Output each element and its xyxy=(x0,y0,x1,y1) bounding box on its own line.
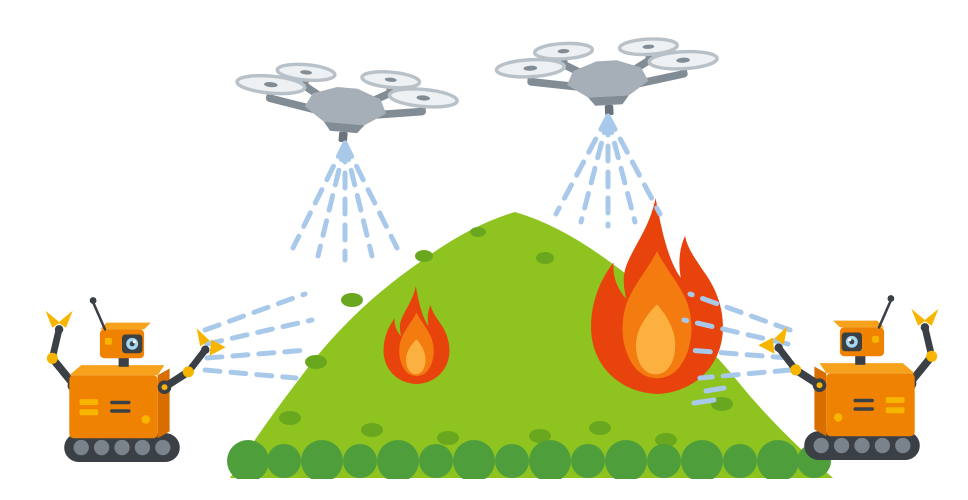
vegetation-spot xyxy=(536,252,554,264)
bush xyxy=(267,444,301,478)
bush xyxy=(723,444,757,478)
water-spray-line xyxy=(553,113,611,217)
robot-left-spray xyxy=(202,291,315,381)
vegetation-spot xyxy=(279,411,301,425)
vegetation-spot xyxy=(711,397,733,411)
bush xyxy=(757,440,799,482)
water-droplet-dash xyxy=(691,397,717,406)
flame-large xyxy=(591,198,723,394)
mountain-spots xyxy=(279,227,733,447)
bush xyxy=(227,440,269,482)
water-spray-line xyxy=(681,317,791,347)
water-spray-line xyxy=(578,115,611,225)
vegetation-spot xyxy=(529,429,551,443)
water-spray-line xyxy=(605,115,638,225)
robot-right-spray xyxy=(681,291,793,406)
bush xyxy=(681,440,723,482)
bush xyxy=(419,444,453,478)
water-spray-line xyxy=(202,291,308,333)
mountain-body xyxy=(230,212,833,478)
bush xyxy=(571,444,605,478)
vegetation-spot xyxy=(655,433,677,447)
water-spray-line xyxy=(204,317,315,347)
bush xyxy=(343,444,377,478)
vegetation-spot xyxy=(341,293,363,307)
drone-left xyxy=(233,59,460,152)
vegetation-spot xyxy=(437,431,459,445)
bush xyxy=(529,440,571,482)
drone-right-spray xyxy=(553,113,663,229)
water-droplet-dash xyxy=(703,385,727,394)
water-spray-line xyxy=(202,367,299,381)
bush xyxy=(495,444,529,478)
water-spray-line xyxy=(290,140,348,251)
water-spray-line xyxy=(697,367,793,381)
water-spray-line xyxy=(204,347,311,361)
water-spray-line xyxy=(342,142,375,259)
water-spray-line xyxy=(605,113,663,217)
vegetation-spot xyxy=(361,423,383,437)
vegetation-spot xyxy=(415,250,433,262)
water-spray-line xyxy=(342,140,400,251)
water-spray-line xyxy=(315,142,348,259)
vegetation-spot xyxy=(470,227,486,237)
green-mountain xyxy=(0,212,968,500)
vegetation-spot xyxy=(305,355,327,369)
water-spray-line xyxy=(685,347,791,361)
bottom-crop xyxy=(0,479,968,500)
bush xyxy=(605,440,647,482)
drone-left-spray xyxy=(290,140,400,263)
bush xyxy=(453,440,495,482)
robot-left xyxy=(45,297,225,462)
water-spray-line xyxy=(687,291,793,333)
bush xyxy=(647,444,681,478)
bush xyxy=(377,440,419,482)
drone-right xyxy=(495,36,720,121)
bush xyxy=(301,440,343,482)
vegetation-spot xyxy=(589,421,611,435)
